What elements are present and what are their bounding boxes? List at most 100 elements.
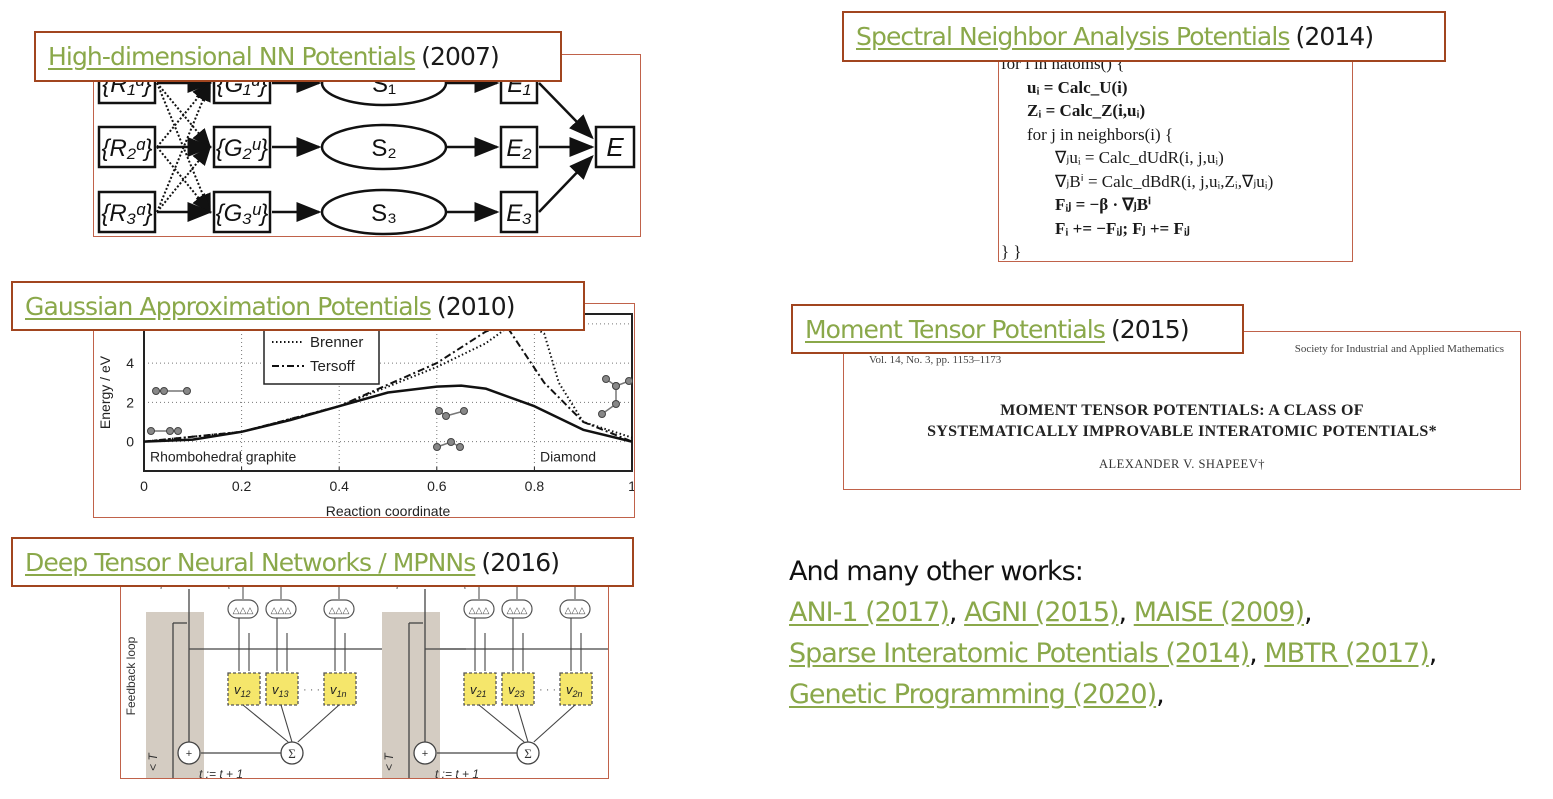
code-line: } } [1001, 242, 1022, 261]
mtp-journal: Society for Industrial and Applied Mathe… [1294, 343, 1504, 355]
total-energy-box [594, 125, 636, 169]
other-works-heading: And many other works: [789, 556, 1084, 587]
gaussian-symbol: △△△ [507, 605, 528, 615]
legend-label: Tersoff [310, 358, 356, 375]
gaussian-expansion [265, 599, 297, 619]
sum-symbol: Σ [524, 746, 532, 761]
symmetry-label: {G₃ᵘ} [216, 200, 269, 227]
gap-year: (2010) [436, 291, 516, 321]
gaussian-symbol: △△△ [469, 605, 490, 615]
atom [612, 382, 620, 390]
gaussian-expansion [463, 599, 495, 619]
hdnn-year: (2007) [421, 42, 500, 71]
gaussian-expansion [323, 599, 355, 619]
node-to-sum [516, 704, 529, 743]
atom [147, 427, 155, 435]
atom [435, 407, 443, 415]
pair-node [501, 672, 535, 706]
arrow [538, 82, 594, 140]
y-axis-label: Energy / eV [97, 355, 113, 429]
legend-label: Brenner [310, 334, 363, 351]
update-label: t := t + 1 [435, 767, 479, 779]
node-to-sum [297, 704, 340, 743]
pair-node [559, 672, 593, 706]
atom [460, 407, 468, 415]
code-line: uᵢ = Calc_U(i) [1027, 77, 1128, 97]
mtp-paper-frame: Society for Industrial and Applied Mathe… [843, 331, 1521, 490]
atom [598, 410, 606, 418]
other-works-line: Sparse Interatomic Potentials (2014), MB… [789, 638, 1437, 669]
ellipsis: · · · [303, 684, 320, 696]
hdnn-title: High-dimensional NN Potentials (2007) [34, 31, 562, 82]
plus-symbol: + [186, 748, 192, 760]
x-tick-label: 0 [140, 478, 148, 494]
atom [456, 443, 464, 451]
x-tick-label: 0.6 [427, 478, 447, 494]
atom [433, 443, 441, 451]
total-energy-label: E [606, 132, 624, 162]
node-to-sum [533, 704, 576, 743]
sparse-interatomic-link[interactable]: Sparse Interatomic Potentials (2014) [789, 638, 1250, 669]
mtp-volume: Vol. 14, No. 3, pp. 1153–1173 [869, 354, 1002, 366]
code-line: for j in neighbors(i) { [1027, 124, 1174, 144]
series-line-gapdft [143, 384, 633, 443]
subnet-label: S₃ [371, 200, 397, 227]
plus-node [177, 741, 201, 765]
ani1-link[interactable]: ANI-1 (2017) [789, 597, 950, 628]
dotted-arrow [156, 81, 211, 213]
x-tick-label: 0.4 [329, 478, 349, 494]
gaussian-expansion [227, 599, 259, 619]
dotted-arrow [156, 145, 212, 213]
atom [602, 375, 610, 383]
snap-figure-frame: for i in natoms() { uᵢ = Calc_U(i) Zᵢ = … [998, 55, 1353, 262]
mtp-link[interactable]: Moment Tensor Potentials [805, 314, 1106, 344]
loop-cond-label: < T [146, 752, 160, 771]
snap-code: for i in natoms() { uᵢ = Calc_U(i) Zᵢ = … [1001, 56, 1273, 261]
energy-box [499, 190, 539, 234]
genetic-programming-link[interactable]: Genetic Programming (2020) [789, 679, 1157, 710]
atom [183, 387, 191, 395]
atom [160, 387, 168, 395]
mtp-author: ALEXANDER V. SHAPEEV† [1099, 457, 1265, 471]
hdnn-link[interactable]: High-dimensional NN Potentials [48, 42, 416, 71]
atom [166, 427, 174, 435]
y-tick-label: 2 [126, 394, 134, 410]
pair-node [265, 672, 299, 706]
maise-link[interactable]: MAISE (2009) [1133, 597, 1305, 628]
gap-title: Gaussian Approximation Potentials (2010) [11, 281, 585, 331]
dtnn-year: (2016) [481, 547, 560, 577]
mbtr-link[interactable]: MBTR (2017) [1264, 638, 1429, 669]
agni-link[interactable]: AGNI (2015) [964, 597, 1119, 628]
energy-box [499, 125, 539, 169]
symmetry-label: {G₂ᵘ} [216, 135, 268, 162]
plus-symbol: + [422, 748, 428, 760]
snap-year: (2014) [1295, 22, 1375, 51]
gaussian-symbol: △△△ [233, 605, 254, 615]
node-to-sum [242, 704, 289, 743]
gap-link[interactable]: Gaussian Approximation Potentials [25, 291, 432, 321]
snap-title: Spectral Neighbor Analysis Potentials (2… [842, 11, 1446, 62]
dtnn-link[interactable]: Deep Tensor Neural Networks / MPNNs [25, 547, 476, 577]
gap-energy-chart: 00.20.40.60.810246Reaction coordinateEne… [97, 313, 634, 517]
gaussian-symbol: △△△ [271, 605, 292, 615]
snap-link[interactable]: Spectral Neighbor Analysis Potentials [856, 22, 1290, 51]
atom [174, 427, 182, 435]
ellipsis: · · · [539, 684, 556, 696]
other-works-line: ANI-1 (2017), AGNI (2015), MAISE (2009), [789, 597, 1313, 628]
loop-cond-label: < T [382, 752, 396, 771]
molecule-mid-top [435, 407, 468, 420]
gaussian-symbol: △△△ [329, 605, 350, 615]
pair-node-label: v2n [566, 682, 583, 699]
x-tick-label: 0.8 [525, 478, 545, 494]
mtp-title: Moment Tensor Potentials (2015) [791, 304, 1244, 354]
node-to-sum [478, 704, 525, 743]
dtnn-title: Deep Tensor Neural Networks / MPNNs (201… [11, 537, 634, 587]
feedback-loop-label: Feedback loop [124, 636, 138, 715]
input-label: {R₂ᵅ} [102, 135, 153, 162]
molecule-graphite-top [152, 387, 191, 395]
annotation-graphite: Rhombohedral graphite [150, 449, 297, 465]
atom [442, 412, 450, 420]
node-to-sum [280, 704, 293, 743]
